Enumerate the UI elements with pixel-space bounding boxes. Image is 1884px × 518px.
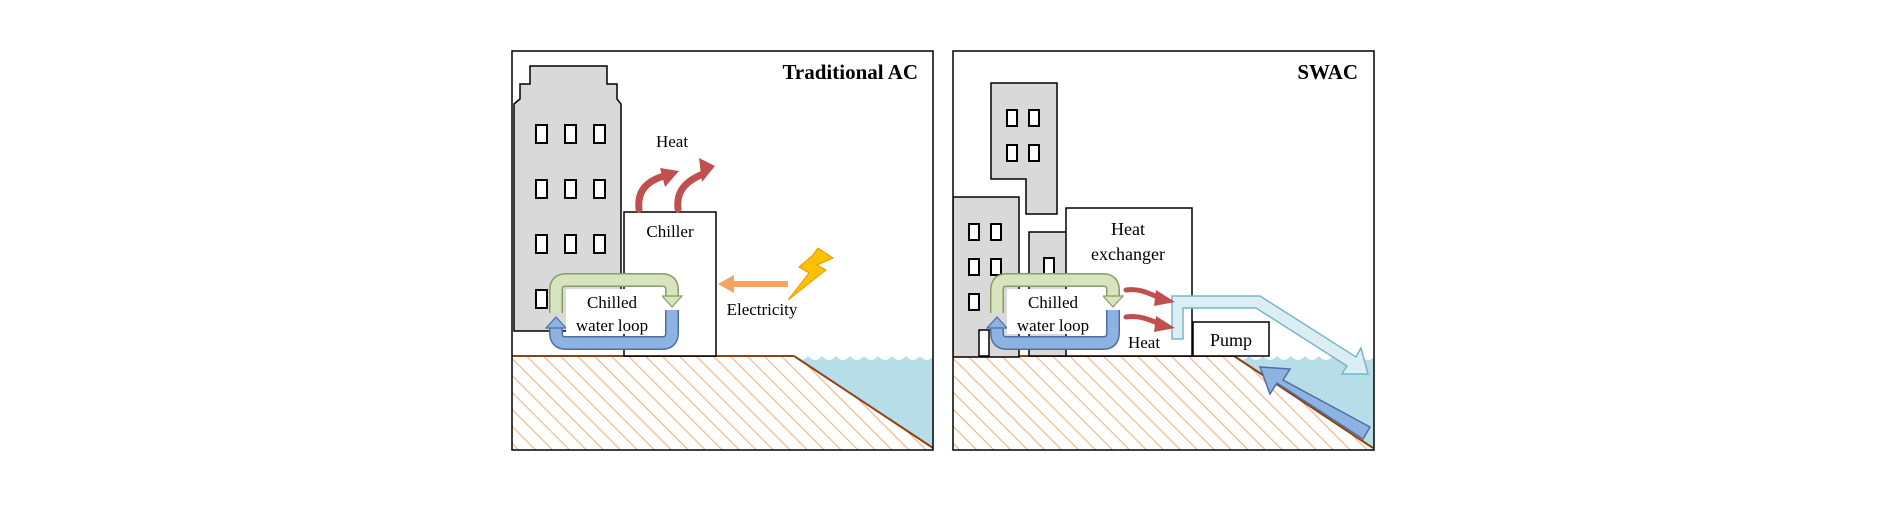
building-door — [978, 329, 990, 357]
middle-building-window — [1043, 257, 1055, 275]
heat-arrow-head-2 — [699, 158, 715, 182]
loop-label-line1-traditional: Chilled — [587, 293, 638, 312]
heat-arrows — [635, 170, 707, 213]
building-windows — [535, 124, 606, 309]
loop-label-line2-swac: water loop — [1017, 316, 1089, 335]
chilled-water-loop-swac — [985, 273, 1125, 350]
panel-border-traditional — [511, 50, 934, 451]
lightning-icon — [787, 247, 835, 301]
heat-transfer-head-1 — [1154, 290, 1175, 306]
tall-building-windows — [1006, 109, 1040, 162]
panel-border-swac — [952, 50, 1375, 451]
seawater-return-pipe — [1171, 295, 1369, 375]
heat-label-traditional: Heat — [656, 132, 688, 151]
panel-traditional-ac: Chiller Heat Electricity — [511, 50, 934, 451]
pump-box — [1192, 321, 1270, 357]
pump-label: Pump — [1210, 330, 1252, 350]
electricity-label: Electricity — [727, 300, 798, 319]
chilled-water-loop — [544, 273, 684, 350]
panel-swac: Heat exchanger Chilled water loop Pump — [952, 50, 1375, 451]
chiller-label: Chiller — [646, 222, 694, 241]
exchanger-label-line1: Heat — [1111, 219, 1145, 239]
shore-slope-swac — [1233, 355, 1374, 449]
panel-title-traditional: Traditional AC — [782, 60, 918, 84]
seawater-intake-pipe — [1258, 366, 1372, 441]
electricity-arrow-head — [718, 275, 734, 293]
tall-building — [990, 82, 1058, 215]
loop-label-line2-traditional: water loop — [576, 316, 648, 335]
exchanger-label-line2: exchanger — [1091, 244, 1165, 264]
shore-slope — [793, 355, 933, 449]
heat-label-swac: Heat — [1128, 333, 1160, 352]
loop-label-line1-swac: Chilled — [1028, 293, 1079, 312]
panel-title-swac: SWAC — [1297, 60, 1358, 84]
heat-arrow-head-1 — [660, 168, 679, 187]
heat-transfer-head-2 — [1154, 316, 1175, 332]
